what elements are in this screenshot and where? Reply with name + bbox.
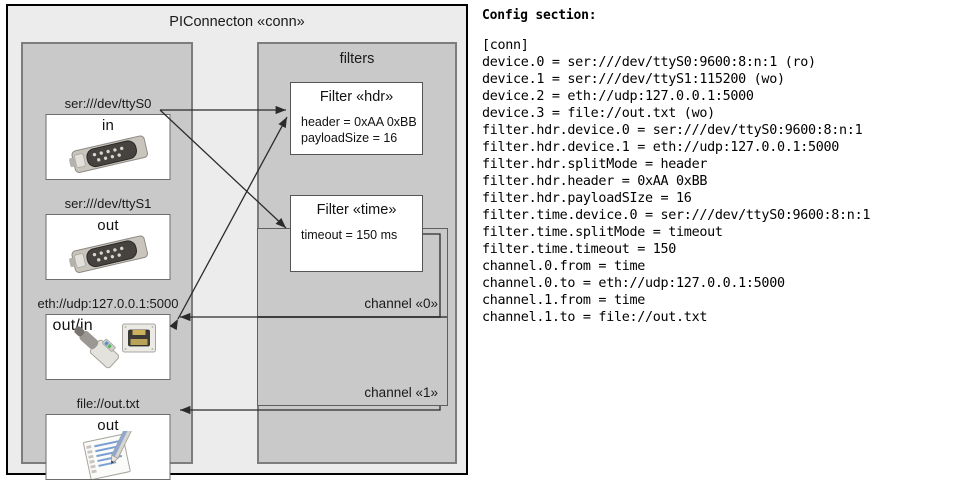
config-line: filter.time.splitMode = timeout <box>482 225 723 240</box>
config-line: filter.time.timeout = 150 <box>482 242 677 257</box>
filter-time-props: timeout = 150 ms <box>301 227 397 243</box>
config-line: filter.hdr.header = 0xAA 0xBB <box>482 174 708 189</box>
config-line: device.2 = eth://udp:127.0.0.1:5000 <box>482 89 754 104</box>
config-line: [conn] <box>482 38 529 53</box>
device-file-io: out <box>97 417 119 434</box>
device-file-label: file://out.txt <box>76 396 140 411</box>
channel-1-box[interactable]: channel «1» <box>257 317 448 406</box>
channel-0-label: channel «0» <box>364 296 438 311</box>
filter-hdr-box[interactable]: Filter «hdr» header = 0xAA 0xBB payloadS… <box>290 82 423 155</box>
filter-hdr-prop-payloadsize: payloadSize = 16 <box>301 131 398 145</box>
device-ttys0-io: in <box>101 117 115 134</box>
filter-time-prop-timeout: timeout = 150 ms <box>301 228 398 242</box>
config-line: channel.1.to = file://out.txt <box>482 310 708 325</box>
device-ttys0-label: ser:///dev/ttyS0 <box>64 96 152 111</box>
serial-port-icon <box>69 135 148 173</box>
connection-diagram: PIConnecton «conn» ser:///dev/ttyS0 in <box>6 4 468 480</box>
filter-time-box[interactable]: Filter «time» timeout = 150 ms <box>290 195 423 272</box>
config-line: filter.hdr.device.0 = ser:///dev/ttyS0:9… <box>482 123 863 138</box>
device-eth-box[interactable]: out/in <box>45 314 171 380</box>
config-line: filter.hdr.device.1 = eth://udp:127.0.0.… <box>482 140 840 155</box>
file-document-icon <box>82 431 133 479</box>
device-file[interactable]: file://out.txt out <box>37 396 179 486</box>
serial-port-icon <box>69 235 148 273</box>
filter-hdr-prop-header: header = 0xAA 0xBB <box>301 115 417 129</box>
device-file-box[interactable]: out <box>45 414 171 480</box>
filter-hdr-title: Filter «hdr» <box>319 89 394 105</box>
config-lines: [conn] device.0 = ser:///dev/ttyS0:9600:8… <box>482 37 960 326</box>
channel-1-label: channel «1» <box>364 385 438 400</box>
filter-hdr-props: header = 0xAA 0xBB payloadSize = 16 <box>301 114 417 146</box>
device-eth[interactable]: eth://udp:127.0.0.1:5000 out/in <box>25 296 191 386</box>
config-line: filter.time.device.0 = ser:///dev/ttyS0:… <box>482 208 871 223</box>
device-eth-label: eth://udp:127.0.0.1:5000 <box>37 296 179 311</box>
config-line: channel.1.from = time <box>482 293 645 308</box>
device-ttys1-label: ser:///dev/ttyS1 <box>64 196 152 211</box>
config-line: channel.0.to = eth://udp:127.0.0.1:5000 <box>482 276 785 291</box>
diagram-title: PIConnecton «conn» <box>169 14 305 30</box>
config-line: filter.hdr.payloadSIze = 16 <box>482 191 692 206</box>
devices-panel: ser:///dev/ttyS0 in <box>21 42 193 480</box>
ethernet-icon <box>74 323 156 369</box>
device-ttys1-box[interactable]: out <box>45 214 171 280</box>
device-ttys1-io: out <box>97 217 119 234</box>
config-line: channel.0.from = time <box>482 259 645 274</box>
device-ttys0[interactable]: ser:///dev/ttyS0 in <box>37 96 179 186</box>
filters-panel-title: filters <box>339 51 375 67</box>
config-line: device.1 = ser:///dev/ttyS1:115200 (wo) <box>482 72 785 87</box>
config-section: Config section: [conn] device.0 = ser:///… <box>482 8 960 326</box>
device-ttys0-box[interactable]: in <box>45 114 171 180</box>
config-heading: Config section: <box>482 8 597 23</box>
device-ttys1[interactable]: ser:///dev/ttyS1 out <box>37 196 179 286</box>
config-line: device.0 = ser:///dev/ttyS0:9600:8:n:1 (… <box>482 55 816 70</box>
config-line: device.3 = file://out.txt (wo) <box>482 106 715 121</box>
config-line: filter.hdr.splitMode = header <box>482 157 708 172</box>
filter-time-title: Filter «time» <box>316 202 397 218</box>
